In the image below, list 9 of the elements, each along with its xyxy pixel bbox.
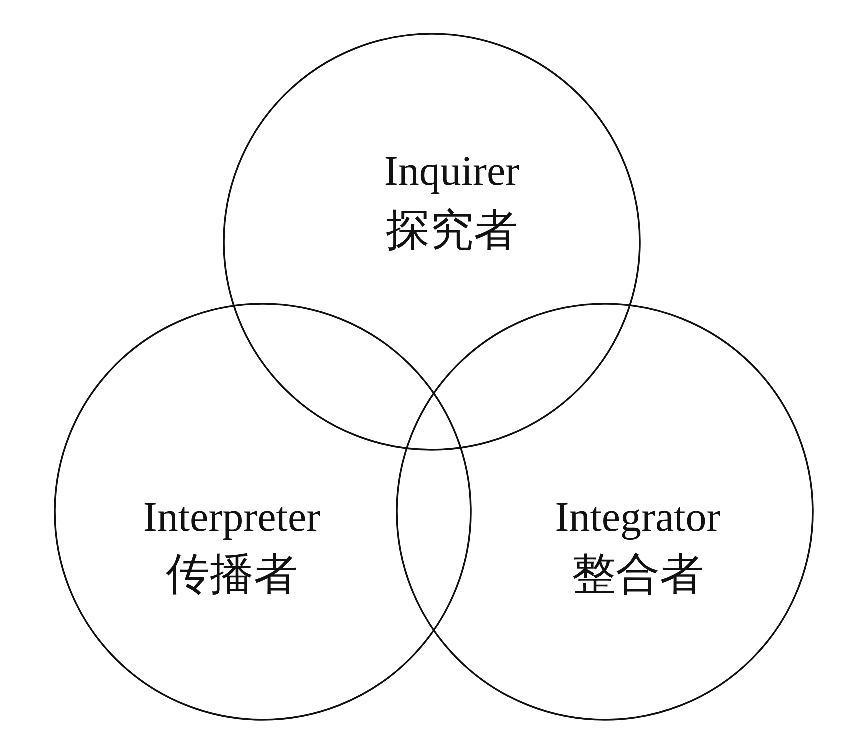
circle-label: 探究者 xyxy=(385,209,519,253)
venn-circle xyxy=(396,303,814,721)
venn-circle xyxy=(54,303,472,721)
circle-label: Inquirer xyxy=(383,151,521,193)
venn-circle xyxy=(223,33,641,451)
circle-label: 整合者 xyxy=(571,553,705,597)
circle-label: 传播者 xyxy=(165,553,299,597)
circle-label: Integrator xyxy=(554,497,722,539)
circle-label: Interpreter xyxy=(142,497,322,539)
